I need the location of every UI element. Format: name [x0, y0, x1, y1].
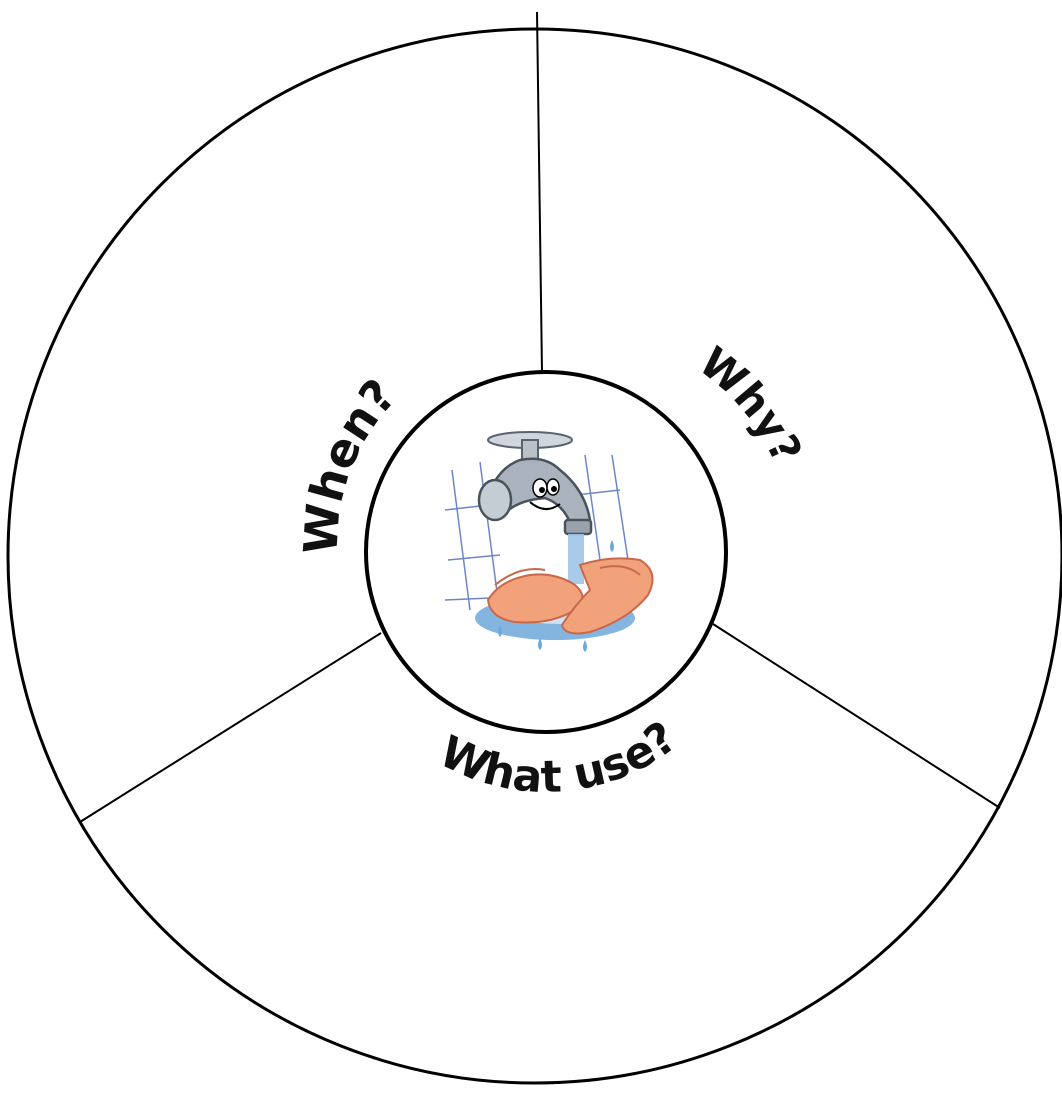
- center-circle: [366, 372, 726, 732]
